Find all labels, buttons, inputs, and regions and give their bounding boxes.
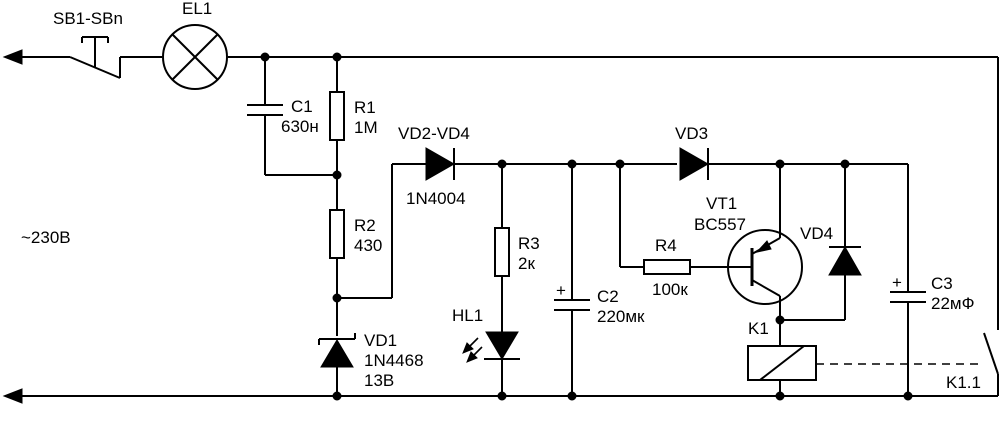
vd1-type: 1N4468 <box>364 351 424 370</box>
sb-label: SB1-SBn <box>53 9 123 28</box>
junction-dot <box>775 315 785 325</box>
diode-vd3: VD3 <box>675 124 908 181</box>
r2-label: R2 <box>354 216 376 235</box>
vd2-label: VD2-VD4 <box>398 124 470 143</box>
junction-dot <box>615 159 625 169</box>
bottom-left-arrow-icon <box>2 388 23 404</box>
junction-dot <box>497 159 507 169</box>
k1-label: K1 <box>748 319 769 338</box>
vd1-value: 13В <box>364 371 394 390</box>
c2-value: 220мк <box>597 307 645 326</box>
c1-value: 630н <box>281 117 319 136</box>
k11-label: K1.1 <box>946 373 981 392</box>
capacitor-c3: + C3 22мФ <box>890 164 975 396</box>
junctions <box>260 52 913 401</box>
bottom-rail <box>2 374 999 404</box>
junction-dot <box>497 391 507 401</box>
junction-dot <box>260 52 270 62</box>
relay-k1: K1 <box>747 319 817 396</box>
c3-value: 22мФ <box>931 294 975 313</box>
diode-vd2: VD2-VD4 1N4004 <box>398 124 502 208</box>
c2-plus: + <box>556 281 566 300</box>
diode-vd4: VD4 <box>780 164 862 321</box>
resistor-r3: R3 2к <box>494 164 540 332</box>
junction-dot <box>567 159 577 169</box>
vd4-label: VD4 <box>800 224 833 243</box>
top-rail <box>2 49 999 330</box>
wire-to-vd2 <box>337 163 426 299</box>
junction-dot <box>332 391 342 401</box>
el1-label: EL1 <box>182 0 212 18</box>
c2-label: C2 <box>597 287 619 306</box>
junction-dot <box>567 391 577 401</box>
junction-dot <box>775 391 785 401</box>
top-left-arrow-icon <box>2 49 23 65</box>
zener-vd1: VD1 1N4468 13В <box>318 331 424 396</box>
junction-dot <box>840 159 850 169</box>
hl1-label: HL1 <box>452 306 483 325</box>
capacitor-c2: + C2 220мк <box>554 164 645 396</box>
c1-label: C1 <box>291 97 313 116</box>
vd3-label: VD3 <box>675 124 708 143</box>
vt1-label: VT1 <box>706 194 737 213</box>
vd2-type: 1N4004 <box>406 189 466 208</box>
relay-contact-k11: K1.1 <box>816 332 999 392</box>
resistor-r4: R4 100к <box>619 164 752 299</box>
switch-sb1-sbn: SB1-SBn <box>53 9 123 79</box>
r3-value: 2к <box>518 254 535 273</box>
resistor-r1: R1 1M <box>329 57 378 210</box>
vt1-type: BC557 <box>694 215 746 234</box>
vd1-label: VD1 <box>364 331 397 350</box>
c3-label: C3 <box>931 274 953 293</box>
junction-dot <box>332 52 342 62</box>
junction-dot <box>775 159 785 169</box>
r1-label: R1 <box>354 98 376 117</box>
junction-dot <box>332 170 342 180</box>
transistor-vt1: VT1 BC557 <box>694 164 803 320</box>
r4-label: R4 <box>655 236 677 255</box>
resistor-r2: R2 430 <box>329 209 382 336</box>
r3-label: R3 <box>518 234 540 253</box>
r2-value: 430 <box>354 236 382 255</box>
mains-label: ~230В <box>21 228 71 247</box>
lamp-el1: EL1 <box>162 0 228 90</box>
capacitor-c1: C1 630н <box>247 57 337 176</box>
r1-value: 1M <box>354 118 378 137</box>
junction-dot <box>903 391 913 401</box>
led-hl1: HL1 <box>452 306 520 396</box>
c3-plus: + <box>892 273 902 292</box>
junction-dot <box>332 293 342 303</box>
r4-value: 100к <box>652 280 688 299</box>
